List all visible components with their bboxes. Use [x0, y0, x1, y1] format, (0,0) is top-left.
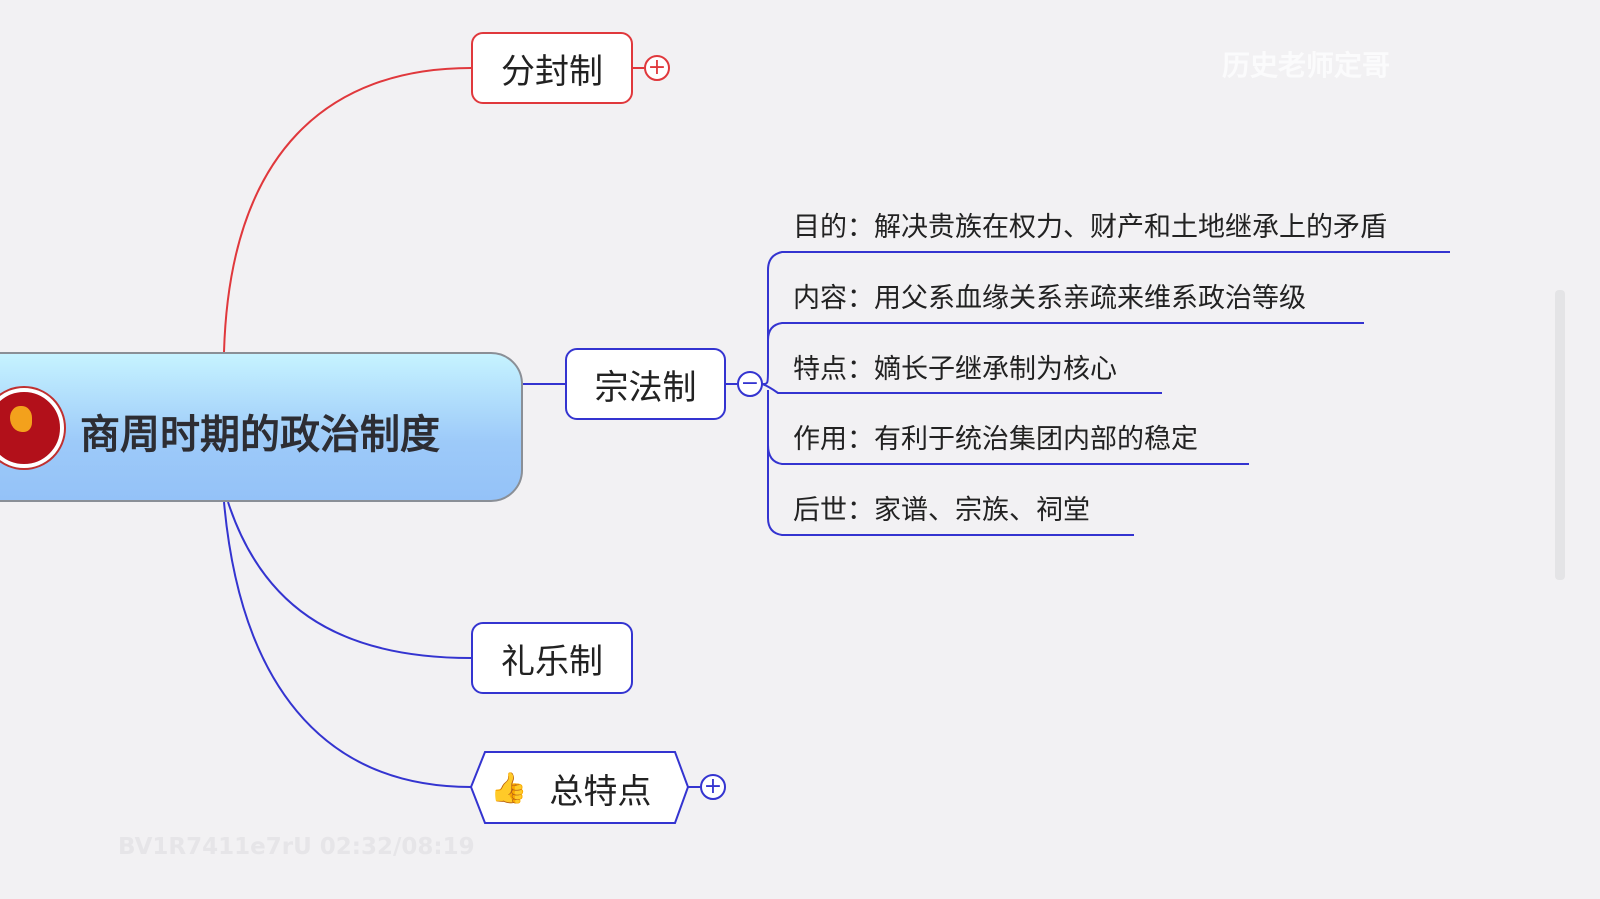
central-topic-title: 商周时期的政治制度 [80, 412, 440, 458]
branch-label: 总特点 [549, 771, 652, 812]
detail-feature[interactable]: 特点：嫡长子继承制为核心 [793, 354, 1117, 385]
expand-toggle-fenfengzhi[interactable]: + [644, 55, 670, 81]
detail-legacy[interactable]: 后世：家谱、宗族、祠堂 [793, 495, 1090, 526]
branch-label: 礼乐制 [501, 641, 603, 682]
branch-zongfazhi[interactable]: 宗法制 [565, 348, 726, 420]
branch-liyuezhi[interactable]: 礼乐制 [471, 622, 633, 694]
detail-effect[interactable]: 作用：有利于统治集团内部的稳定 [793, 424, 1198, 455]
thumbs-up-icon: 👍 [490, 770, 528, 806]
detail-content[interactable]: 内容：用父系血缘关系亲疏来维系政治等级 [793, 283, 1306, 314]
watermark-video-id: BV1R7411e7rU 02:32/08:19 [118, 834, 475, 860]
branch-zongtedian[interactable]: 👍 总特点 [480, 754, 680, 822]
expand-toggle-zongtedian[interactable]: + [700, 774, 726, 800]
branch-label: 宗法制 [594, 367, 697, 408]
central-topic[interactable]: 商周时期的政治制度 [0, 352, 523, 502]
branch-fenfengzhi[interactable]: 分封制 [471, 32, 633, 104]
vertical-scrollbar[interactable] [1555, 290, 1565, 580]
branch-label: 分封制 [501, 51, 603, 92]
detail-purpose[interactable]: 目的：解决贵族在权力、财产和土地继承上的矛盾 [793, 212, 1387, 243]
school-logo-icon [0, 388, 64, 468]
collapse-toggle-zongfazhi[interactable]: − [737, 371, 763, 397]
watermark-author: 历史老师定哥 [1222, 49, 1391, 82]
